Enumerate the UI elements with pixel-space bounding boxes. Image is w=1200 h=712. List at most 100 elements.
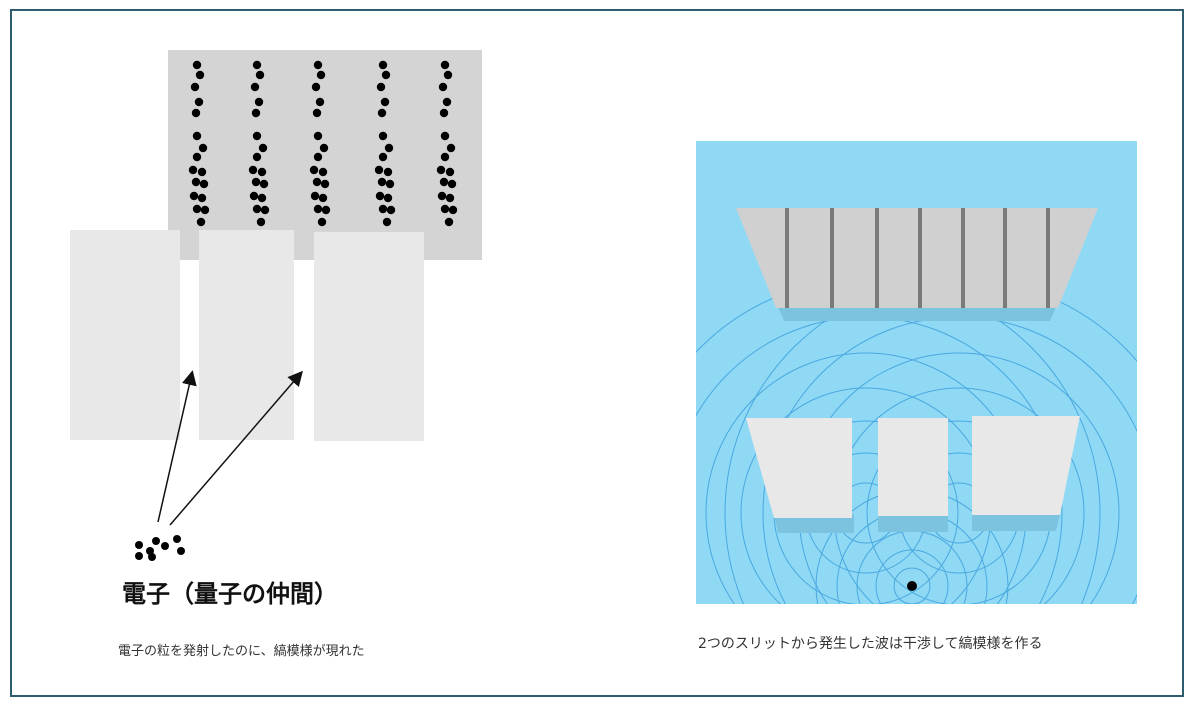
detected-electron-dot (440, 60, 450, 70)
detected-electron-dot (315, 97, 325, 107)
detected-electron-dot (440, 131, 450, 141)
detected-electron-dot (192, 60, 202, 70)
detected-electron-dot (383, 193, 393, 203)
wave-source-dot (907, 581, 917, 591)
detected-electron-dot (437, 191, 447, 201)
barrier-shadow (774, 514, 854, 533)
detected-electron-dot (254, 97, 264, 107)
detected-electron-dot (256, 217, 266, 227)
barrier-shadow-mid (878, 516, 948, 532)
detected-electron-dot (252, 60, 262, 70)
detected-electron-dot (260, 205, 270, 215)
detected-electron-dot (259, 179, 269, 189)
slit-wall-left (70, 230, 180, 440)
slit-barrier-right (972, 416, 1080, 515)
detection-screen (168, 50, 482, 260)
trajectory-arrow-right (169, 370, 303, 526)
detected-electron-dot (198, 143, 208, 153)
detected-electron-dot (442, 97, 452, 107)
electron-cluster (135, 535, 185, 561)
detected-electron-dot (378, 204, 388, 214)
detected-electron-dot (197, 193, 207, 203)
detected-electron-dot (383, 167, 393, 177)
interference-screen (736, 208, 1098, 308)
detected-electron-dot (316, 70, 326, 80)
barrier-shadow-right (972, 514, 1060, 531)
detected-electron-dot (377, 177, 387, 187)
detected-electron-dot (319, 143, 329, 153)
detected-electron-dot (196, 217, 206, 227)
detected-electron-dot (436, 165, 446, 175)
detected-electron-dot (439, 177, 449, 187)
detected-electron-dot (200, 205, 210, 215)
detected-electron-dot (189, 191, 199, 201)
detected-electron-dot (248, 165, 258, 175)
detected-electron-dot (188, 165, 198, 175)
detected-electron-dot (382, 217, 392, 227)
detected-electron-dot (199, 179, 209, 189)
detected-electron-dot (448, 205, 458, 215)
detected-electron-dot (376, 82, 386, 92)
left-caption: 電子の粒を発射したのに、縞模様が現れた (118, 644, 365, 659)
detected-electron-dot (385, 179, 395, 189)
detected-electron-dot (380, 97, 390, 107)
detected-electron-dot (191, 177, 201, 187)
slit-wall-middle (199, 230, 294, 440)
detected-electron-dot (439, 108, 449, 118)
detected-electron-dot (250, 82, 260, 92)
detected-electron-dot (440, 204, 450, 214)
detected-electron-dot (445, 193, 455, 203)
interference-dot-pattern (188, 60, 458, 227)
detected-electron-dot (311, 82, 321, 92)
detected-electron-dot (320, 179, 330, 189)
detected-electron-dot (318, 167, 328, 177)
detected-electron-dot (312, 177, 322, 187)
detected-electron-dot (313, 204, 323, 214)
detected-electron-dot (386, 205, 396, 215)
detected-electron-dot (313, 131, 323, 141)
slit-barrier-left (746, 418, 852, 518)
detected-electron-dot (317, 217, 327, 227)
detected-electron-dot (257, 167, 267, 177)
detected-electron-dot (197, 167, 207, 177)
detected-electron-dot (249, 191, 259, 201)
detected-electron-dot (318, 193, 328, 203)
detected-electron-dot (438, 82, 448, 92)
detected-electron-dot (252, 152, 262, 162)
interference-stripes (785, 208, 1050, 308)
detected-electron-dot (252, 204, 262, 214)
detected-electron-dot (313, 152, 323, 162)
wave-double-slit-diagram (696, 141, 1137, 604)
trajectory-arrow-left (157, 370, 197, 523)
detected-electron-dot (378, 152, 388, 162)
detected-electron-dot (194, 97, 204, 107)
detected-electron-dot (255, 70, 265, 80)
detected-electron-dot (251, 108, 261, 118)
detected-electron-dot (445, 167, 455, 177)
detected-electron-dot (190, 82, 200, 92)
electron-label: 電子（量子の仲間） (122, 580, 338, 608)
detected-electron-dot (378, 131, 388, 141)
detected-electron-dot (192, 204, 202, 214)
slit-barrier-middle (878, 418, 948, 516)
detected-electron-dot (375, 191, 385, 201)
detected-electron-dot (252, 131, 262, 141)
slit-wall-right (314, 232, 424, 441)
detected-electron-dot (444, 217, 454, 227)
right-caption: 2つのスリットから発生した波は干渉して縞模様を作る (698, 636, 1043, 652)
detected-electron-dot (447, 179, 457, 189)
detected-electron-dot (440, 152, 450, 162)
detected-electron-dot (313, 60, 323, 70)
detected-electron-dot (192, 152, 202, 162)
electron-double-slit-diagram (70, 50, 482, 561)
detected-electron-dot (191, 108, 201, 118)
detected-electron-dot (446, 143, 456, 153)
screen-shadow (778, 307, 1056, 321)
detected-electron-dot (378, 60, 388, 70)
detected-electron-dot (258, 143, 268, 153)
detected-electron-dot (384, 143, 394, 153)
detected-electron-dot (309, 165, 319, 175)
detected-electron-dot (195, 70, 205, 80)
detected-electron-dot (312, 108, 322, 118)
detected-electron-dot (374, 165, 384, 175)
